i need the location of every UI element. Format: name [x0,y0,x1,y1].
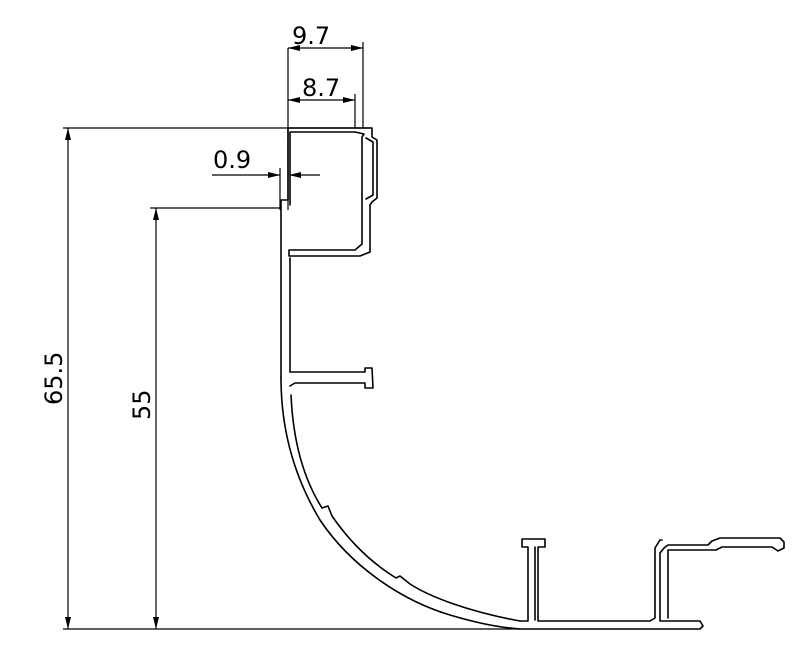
dimension-label-9-7: 9.7 [292,22,330,50]
dimension-label-0-9: 0.9 [213,146,251,174]
dimension-0-9: 0.9 [212,146,320,210]
dimension-label-55: 55 [128,389,156,420]
dimension-label-8-7: 8.7 [302,74,340,102]
dimension-8-7: 8.7 [288,74,356,128]
dimension-9-7: 9.7 [287,22,364,210]
dimension-label-65-5: 65.5 [40,352,68,405]
dimension-55: 55 [128,207,280,629]
aluminium-profile [280,127,785,630]
dimension-65-5: 65.5 [40,127,520,630]
